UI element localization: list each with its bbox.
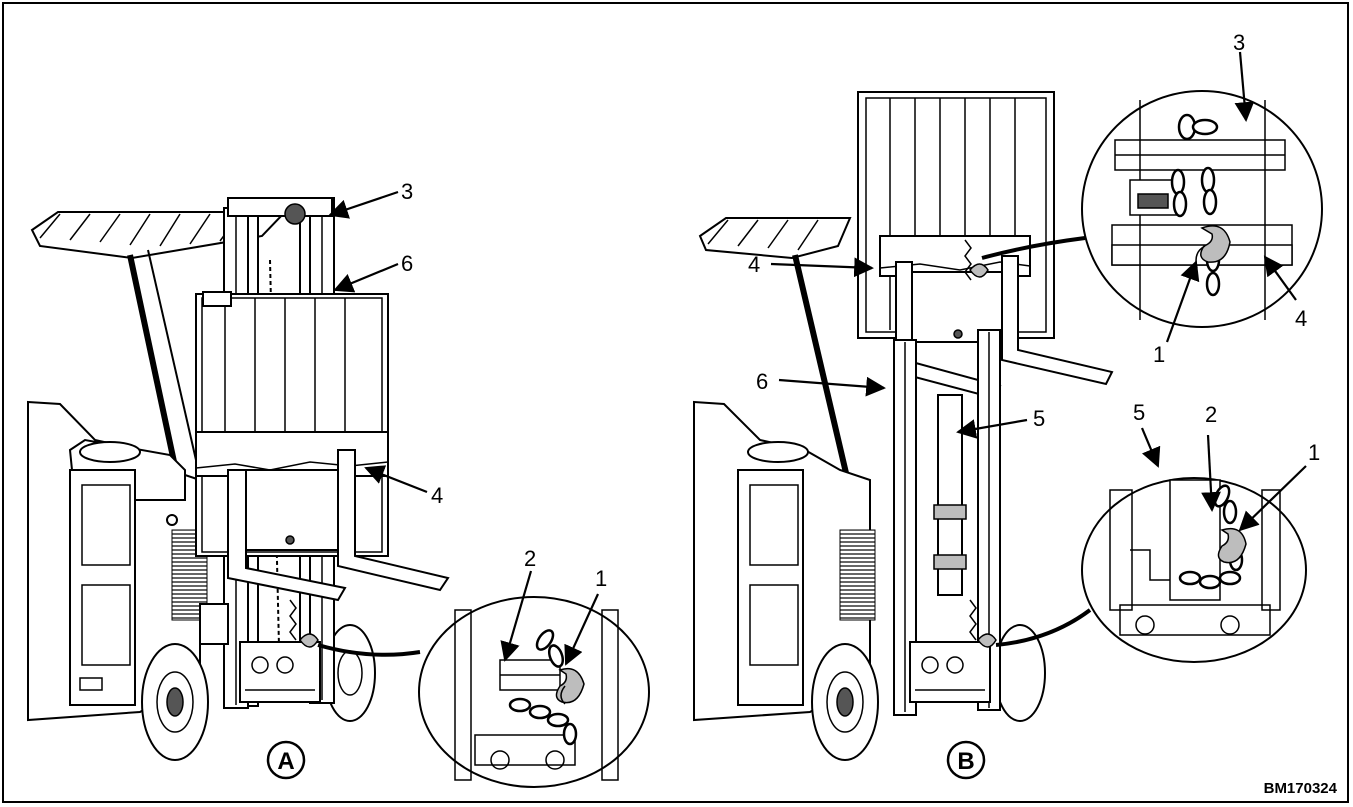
callout-b-2: 2 — [1205, 402, 1217, 427]
callout-b-1-top: 1 — [1153, 342, 1165, 367]
callout-a-6: 6 — [401, 251, 413, 276]
leader-a-3 — [328, 190, 399, 219]
callout-a-4: 4 — [431, 483, 443, 508]
leader-a-6 — [333, 262, 399, 293]
detail-b-top-illustration — [1081, 90, 1323, 328]
callout-b-5-mast: 5 — [1033, 406, 1045, 431]
callout-a-1: 1 — [595, 566, 607, 591]
leader-b-1-top — [1165, 260, 1200, 343]
leader-b-1-bottom — [1238, 465, 1307, 532]
panel-b-label: B — [957, 748, 974, 775]
callout-b-1-bottom: 1 — [1308, 440, 1320, 465]
leader-a-1 — [564, 593, 600, 666]
leader-a-4 — [364, 465, 428, 494]
leader-b-5-detail — [1140, 427, 1161, 468]
callouts-b: 3 4 4 1 6 5 5 2 1 — [748, 30, 1320, 532]
callout-a-2: 2 — [524, 546, 536, 571]
callout-b-4-left: 4 — [748, 252, 760, 277]
detail-a-illustration — [418, 596, 650, 788]
panel-a-label: A — [277, 748, 294, 775]
callout-a-3: 3 — [401, 179, 413, 204]
leader-b-4-left — [770, 257, 874, 278]
callout-b-5-detail: 5 — [1133, 400, 1145, 425]
panel-b-badge: B — [946, 740, 986, 780]
figure-code: BM170324 — [1264, 780, 1338, 797]
callout-b-6: 6 — [756, 369, 768, 394]
callouts-a: 3 6 4 2 1 — [328, 179, 607, 666]
detail-b-bottom-illustration — [1081, 477, 1307, 663]
leader-b-5-mast — [956, 418, 1028, 439]
leader-b-3 — [1234, 51, 1255, 122]
truck-b-illustration — [693, 91, 1114, 761]
truck-a-illustration — [27, 197, 450, 761]
callout-b-3: 3 — [1233, 30, 1245, 55]
callout-b-4-detail: 4 — [1295, 306, 1307, 331]
leader-a-2 — [500, 570, 533, 662]
leader-b-2 — [1201, 434, 1221, 512]
panel-a-badge: A — [266, 740, 306, 780]
leader-b-4-detail — [1263, 255, 1297, 301]
leader-b-6 — [778, 376, 886, 397]
